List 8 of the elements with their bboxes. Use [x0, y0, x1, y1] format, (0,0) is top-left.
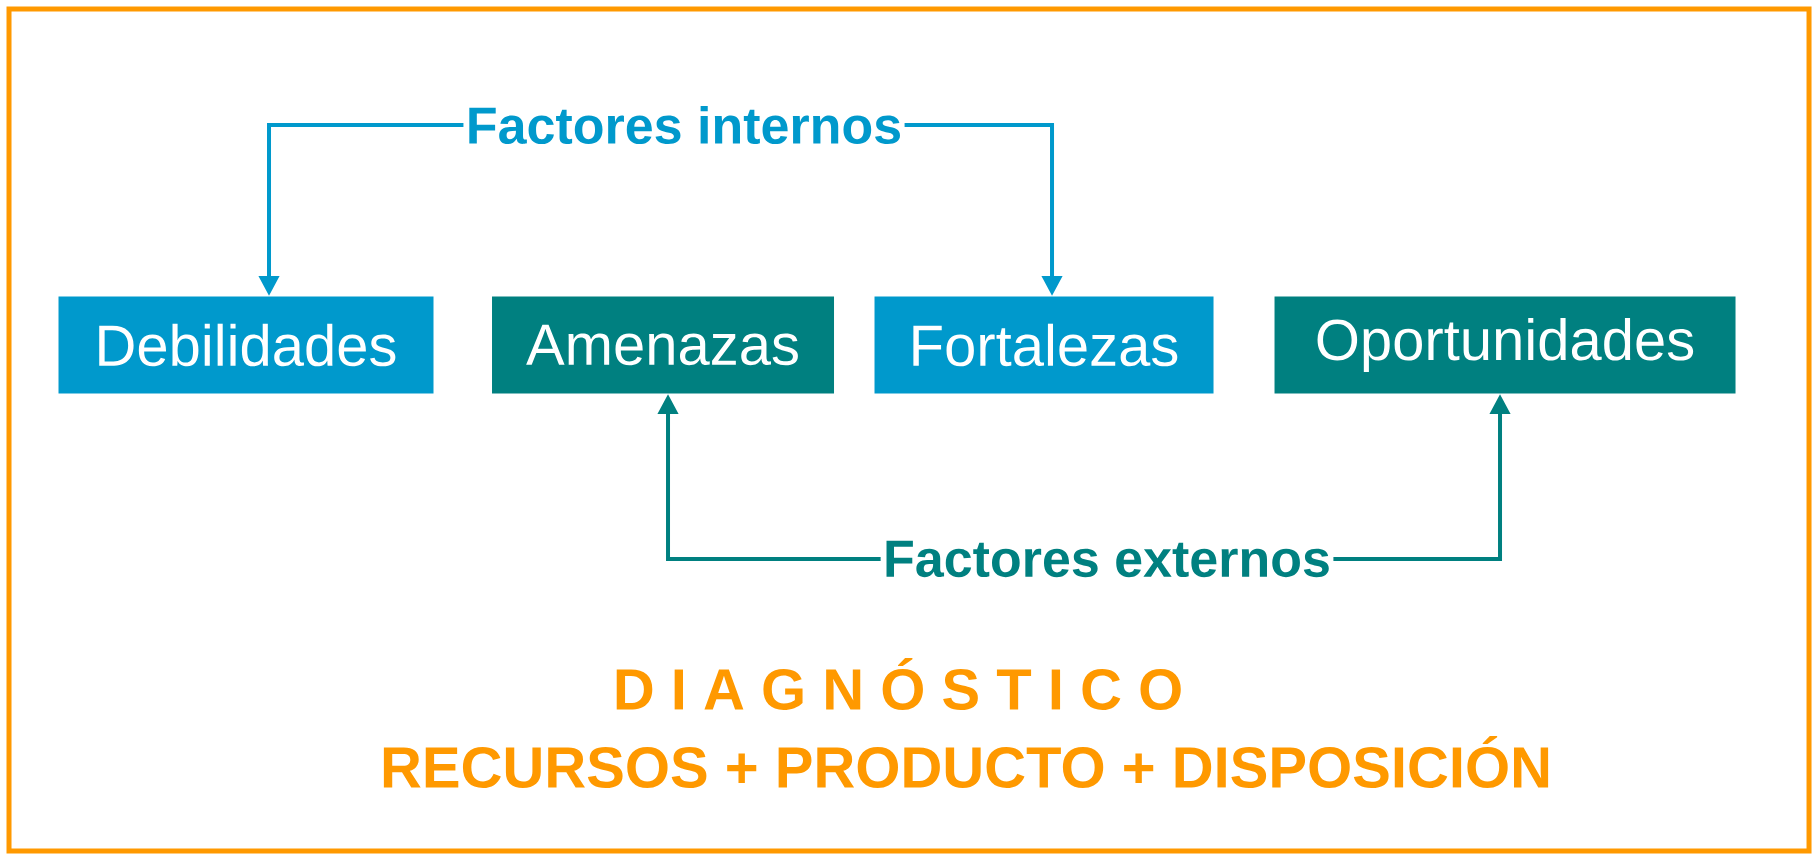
heading: Factores internos	[469, 105, 900, 145]
label-box: Amenazas	[492, 296, 834, 394]
label-box: Fortalezas	[874, 296, 1214, 394]
label-box: Debilidades	[58, 296, 434, 394]
caption-text: RECURSOS + PRODUCTO + DISPOSICIÓN	[383, 736, 1549, 788]
label-box: Oportunidades	[1274, 296, 1736, 394]
caption-text: D I A G N Ó S T I C O	[616, 658, 1181, 710]
heading: Factores externos	[886, 540, 1329, 578]
